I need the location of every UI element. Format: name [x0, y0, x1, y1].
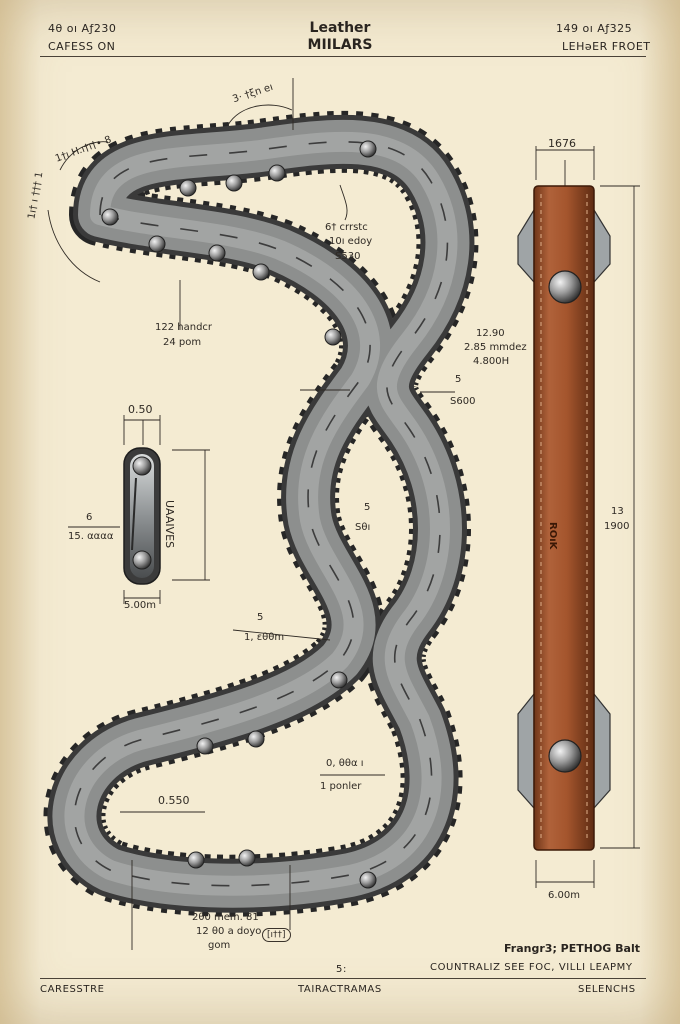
link-left-num: 6	[86, 512, 93, 523]
paper-edge-left	[0, 0, 40, 1024]
strap-left-2: 2.85 mmdez	[464, 342, 527, 353]
inner-note-2: 10ı edoy	[329, 236, 373, 247]
left-note-1: 122 handcr	[155, 322, 213, 333]
link-top-dim: 0.50	[128, 403, 153, 416]
inner-note-3: S530	[335, 251, 361, 262]
footer-product: Frangr3; PETHOG Balt	[504, 942, 641, 955]
mid-right-dim-2: S600	[450, 396, 476, 407]
footer-left: CARESSTRE	[40, 984, 105, 995]
header-rule	[40, 56, 646, 57]
footer-center: TAIRACTRAMAS	[298, 984, 382, 995]
top-left-sub: CAFESS ON	[48, 40, 116, 53]
strap-text: ROıK	[547, 522, 558, 550]
strap-top-dim: 1676	[548, 137, 576, 150]
link-left-sub: 15. αααα	[68, 531, 114, 542]
strap-right-2: 1900	[604, 521, 630, 532]
bottom-badge: [ı††]	[262, 928, 291, 942]
strap-bottom-dim: 6.00m	[548, 890, 581, 901]
link-bottom-dim: 5.00m	[124, 600, 157, 611]
top-left-code: 4θ oı Aƒ230	[48, 22, 117, 35]
strap-right-1: 13	[611, 506, 624, 517]
strap-left-1: 12.90	[476, 328, 505, 339]
lower-dim-2: 1, εθθm	[244, 632, 285, 643]
bottom-note-2: 12 θ0 a doyo	[196, 926, 262, 937]
leader-lines	[47, 78, 640, 950]
leather-strap	[517, 185, 611, 851]
footer-note: COUNTRALIZ SEE FOC, VILLI LEAPMY	[430, 962, 633, 973]
center-dim-1: 5	[364, 502, 371, 513]
lower-right-dim-2: 1 ponler	[320, 781, 362, 792]
link-side-label: UAAIVES	[163, 500, 176, 549]
title-line-2: MIILARS	[307, 37, 373, 53]
footer-rule	[40, 978, 646, 979]
lower-right-dim-1: 0, θθα ı	[326, 758, 364, 769]
bottom-note-3: gom	[208, 940, 231, 951]
inner-note-1: 6† crrstc	[325, 222, 368, 233]
top-right-code: 149 oı Aƒ325	[556, 22, 633, 35]
top-right-sub: LEHəER FROET	[562, 40, 651, 53]
link-detail-part	[123, 447, 161, 585]
footer-page: 5:	[336, 964, 347, 975]
bottom-dim: 0.550	[158, 794, 190, 807]
strap-left-3: 4.800H	[473, 356, 510, 367]
lower-dim-1: 5	[257, 612, 264, 623]
chain-rivets	[101, 140, 377, 889]
left-note-2: 24 pom	[163, 337, 202, 348]
bottom-note-1: 2θ0 mem. 81	[192, 912, 259, 923]
center-dim-2: Sθı	[355, 522, 371, 533]
footer-right: SELENCHS	[578, 984, 636, 995]
mid-right-dim-1: 5	[455, 374, 462, 385]
title-line-1: Leather	[309, 20, 371, 36]
chain-band	[43, 110, 479, 917]
